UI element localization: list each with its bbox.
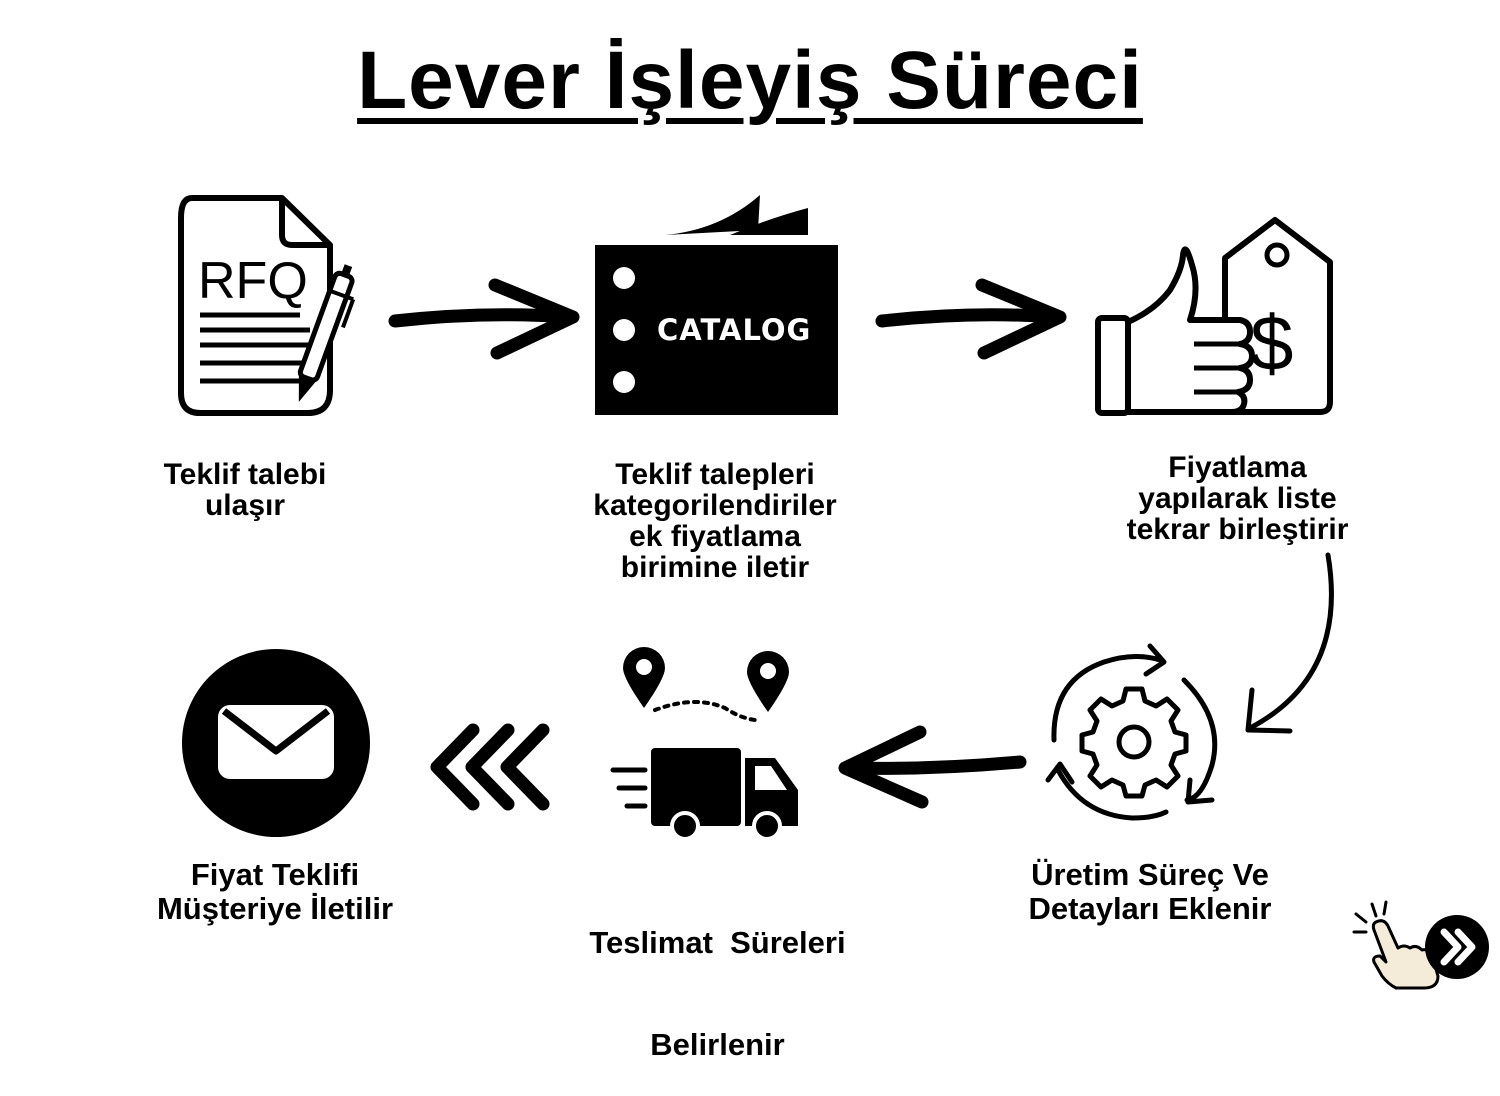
arrow-right-icon bbox=[875, 278, 1067, 360]
rfq-document-icon: RFQ bbox=[178, 195, 356, 416]
step-5-label: Teslimat Süreleri Belirlenir bbox=[589, 925, 846, 1062]
next-button[interactable] bbox=[1424, 912, 1490, 982]
catalog-icon: CATALOG bbox=[595, 195, 838, 415]
step-6-label: Fiyat Teklifi Müşteriye İletilir bbox=[156, 857, 394, 926]
pen-icon bbox=[297, 264, 356, 402]
location-pin-icon bbox=[623, 647, 665, 708]
envelope-icon bbox=[182, 649, 370, 837]
pointing-hand-icon bbox=[1352, 900, 1440, 990]
step-1-label: Teklif talebi ulaşır bbox=[163, 458, 327, 522]
gear-icon bbox=[1079, 686, 1189, 799]
dollar-sign: $ bbox=[1250, 299, 1293, 387]
location-pin-icon bbox=[747, 651, 789, 712]
gear-cycle-icon bbox=[1045, 643, 1218, 821]
thumbs-up-price-tag-icon: $ bbox=[1095, 217, 1333, 416]
diagram-title: Lever İşleyiş Süreci bbox=[357, 35, 1143, 126]
step-3-label: Fiyatlama yapılarak liste tekrar birleşt… bbox=[1126, 451, 1349, 546]
curved-arrow-down-icon bbox=[1245, 552, 1334, 734]
delivery-truck-icon bbox=[610, 647, 798, 840]
arrow-right-icon bbox=[388, 278, 580, 360]
rfq-text: RFQ bbox=[198, 252, 308, 310]
step-2-label: Teklif talepleri kategorilendiriler ek f… bbox=[593, 458, 837, 584]
triple-chevron-left-icon bbox=[430, 723, 550, 811]
arrow-left-icon bbox=[838, 725, 1027, 809]
catalog-text: CATALOG bbox=[657, 313, 811, 347]
step-4-label: Üretim Süreç Ve Detayları Eklenir bbox=[1028, 857, 1272, 926]
